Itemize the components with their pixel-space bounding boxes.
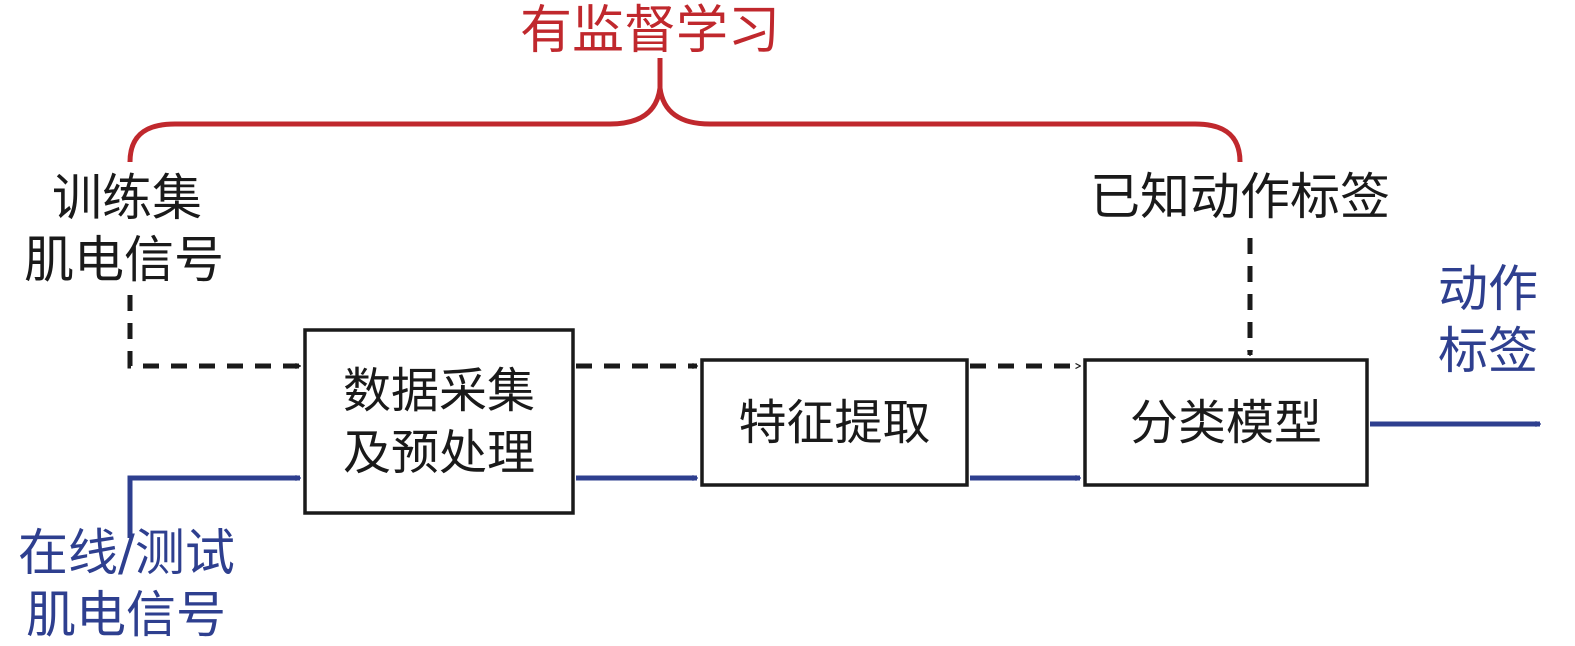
feature-extraction-text: 特征提取 (738, 394, 931, 451)
classifier-block (1083, 358, 1369, 487)
acquisition-line1: 数据采集 (342, 362, 535, 419)
supervised-brace (127, 58, 1243, 163)
training-signal-line1: 训练集 (52, 169, 202, 227)
online-path-arrow (127, 478, 300, 538)
acquisition-line2: 及预处理 (342, 424, 535, 481)
supervised-learning-text: 有监督学习 (520, 1, 781, 61)
supervised-learning-label: 有监督学习 (520, 0, 780, 62)
classifier-model-text: 分类模型 (1129, 394, 1322, 451)
online-signal-line2: 肌电信号 (26, 586, 226, 644)
online-signal-label: 在线/测试 肌电信号 (18, 522, 235, 646)
training-path-arrow (127, 295, 300, 366)
output-action-line2: 标签 (1438, 322, 1538, 380)
training-signal-line2: 肌电信号 (24, 231, 224, 289)
online-signal-line1: 在线/测试 (18, 524, 235, 582)
classifier-block-label: 分类模型 (1085, 360, 1367, 485)
training-signal-label: 训练集 肌电信号 (24, 167, 224, 291)
feature-block (700, 358, 969, 487)
acquisition-block (303, 328, 575, 515)
acquisition-block-label: 数据采集 及预处理 (305, 330, 573, 513)
output-action-line1: 动作 (1438, 260, 1538, 318)
known-action-labels-text: 已知动作标签 (1090, 168, 1390, 226)
feature-block-label: 特征提取 (702, 360, 967, 485)
output-action-label: 动作 标签 (1438, 258, 1538, 382)
known-action-labels: 已知动作标签 (1090, 166, 1390, 228)
